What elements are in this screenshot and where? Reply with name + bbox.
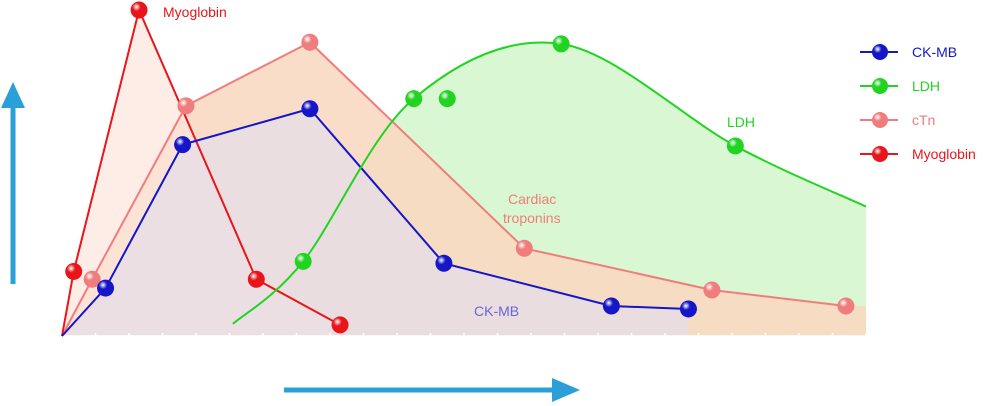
marker-ck-mb <box>301 100 319 118</box>
legend-marker-myoglobin <box>872 146 888 162</box>
marker-ctn <box>301 33 319 51</box>
y-axis-arrow-head <box>1 82 25 108</box>
legend-marker-ctn <box>872 112 888 128</box>
marker-ctn <box>837 297 855 315</box>
marker-myoglobin <box>247 270 265 288</box>
marker-myoglobin <box>331 316 349 334</box>
marker-ldh <box>552 35 570 53</box>
marker-ck-mb <box>602 297 620 315</box>
marker-ctn <box>703 281 721 299</box>
legend-marker-ldh <box>872 78 888 94</box>
legend-marker-ck-mb <box>872 44 888 60</box>
legend-label-ck-mb: CK-MB <box>912 44 957 60</box>
marker-ck-mb <box>97 279 115 297</box>
legend-label-myoglobin: Myoglobin <box>912 146 976 162</box>
marker-ldh <box>405 90 423 108</box>
legend-label-ldh: LDH <box>912 78 940 94</box>
legend: CK-MB LDH cTn Myoglobin <box>860 44 976 162</box>
marker-myoglobin <box>130 1 148 19</box>
area-fills <box>62 10 867 337</box>
marker-ck-mb <box>679 300 697 318</box>
marker-ldh <box>726 137 744 155</box>
legend-label-ctn: cTn <box>912 112 935 128</box>
marker-myoglobin <box>65 262 83 280</box>
annotation-troponins: troponins <box>503 210 561 226</box>
series-markers <box>65 1 855 334</box>
annotation-ldh: LDH <box>727 114 755 130</box>
axis-arrows <box>1 82 580 402</box>
annotation-cardiac: Cardiac <box>508 191 556 207</box>
marker-ck-mb <box>435 254 453 272</box>
marker-ctn <box>177 97 195 115</box>
marker-ck-mb <box>174 136 192 154</box>
annotation-ck-mb: CK-MB <box>474 303 519 319</box>
annotation-myoglobin: Myoglobin <box>163 4 227 20</box>
marker-ldh <box>294 252 312 270</box>
x-axis-arrow-head <box>552 378 580 402</box>
marker-ctn <box>83 270 101 288</box>
marker-ctn <box>515 239 533 257</box>
area-ck-mb <box>62 108 689 336</box>
x-baseline <box>62 333 867 337</box>
marker-ldh <box>438 90 456 108</box>
